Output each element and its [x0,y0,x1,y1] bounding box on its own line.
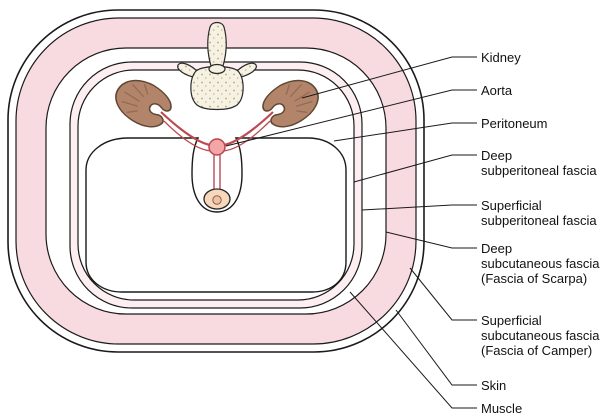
label-peritoneum-line: Peritoneum [481,116,548,131]
label-muscle: Muscle [481,401,522,416]
transverse-process-right [235,62,257,79]
label-line: Deep [481,241,513,256]
right-renal-vein [222,120,271,152]
label-kidney: Kidney [481,50,521,65]
label-line: subperitoneal fascia [481,213,597,228]
leader-muscle [349,291,477,409]
spinous-process [207,21,227,67]
label-kidney-line: Kidney [481,50,521,65]
midline-structure-lumen [212,195,222,205]
label-line: Superficial [481,313,542,328]
vertebra [177,21,257,111]
label-muscle-line: Muscle [481,401,523,416]
label-deep-subperitoneal-fascia: Deep subperitoneal fascia [481,148,597,178]
leader-superficial-subperitoneal-fascia [361,204,477,211]
label-aorta-line: Aorta [481,83,513,98]
label-superficial-subcutaneous-fascia: Superficial subcutaneous fascia (Fascia … [481,313,600,358]
label-skin: Skin [481,378,506,393]
left-kidney-body [115,79,172,128]
transverse-process-left [177,62,199,79]
label-line: (Fascia of Camper) [481,343,593,358]
label-superficial-subperitoneal-fascia: Superficial subperitoneal fascia [481,198,597,228]
label-line: subperitoneal fascia [481,163,597,178]
left-renal-vein [163,120,212,152]
leader-deep-subperitoneal-fascia [353,154,477,183]
left-kidney-medulla-stripes [121,83,149,114]
leader-skin [395,309,477,386]
leader-lines [225,56,477,409]
leader-superficial-subcutaneous-fascia [409,267,477,321]
left-kidney [115,79,172,128]
aorta [208,138,226,156]
label-skin-line: Skin [481,378,507,393]
label-aorta: Aorta [481,83,512,98]
vertebral-body [190,65,244,111]
leader-kidney [301,56,477,99]
right-renal-artery [223,111,274,147]
vertebral-canal [208,63,226,75]
label-line: (Fascia of Scarpa) [481,271,588,286]
leader-peritoneum [333,122,477,142]
renal-vessels [160,111,274,152]
right-kidney-body [262,79,319,128]
leader-deep-subcutaneous-fascia [385,231,477,249]
label-deep-subcutaneous-fascia: Deep subcutaneous fascia (Fascia of Scar… [481,241,600,286]
label-peritoneum: Peritoneum [481,116,547,131]
right-kidney [262,79,319,128]
label-line: Deep [481,148,513,163]
label-line: subcutaneous fascia [481,256,600,271]
midline-vessel-stalk [213,154,221,189]
label-line: Superficial [481,198,542,213]
label-line: subcutaneous fascia [481,328,600,343]
peritoneum-cavity-outline [85,137,347,293]
leader-aorta [225,89,477,147]
left-renal-artery [160,111,211,147]
right-kidney-medulla-stripes [285,83,313,114]
